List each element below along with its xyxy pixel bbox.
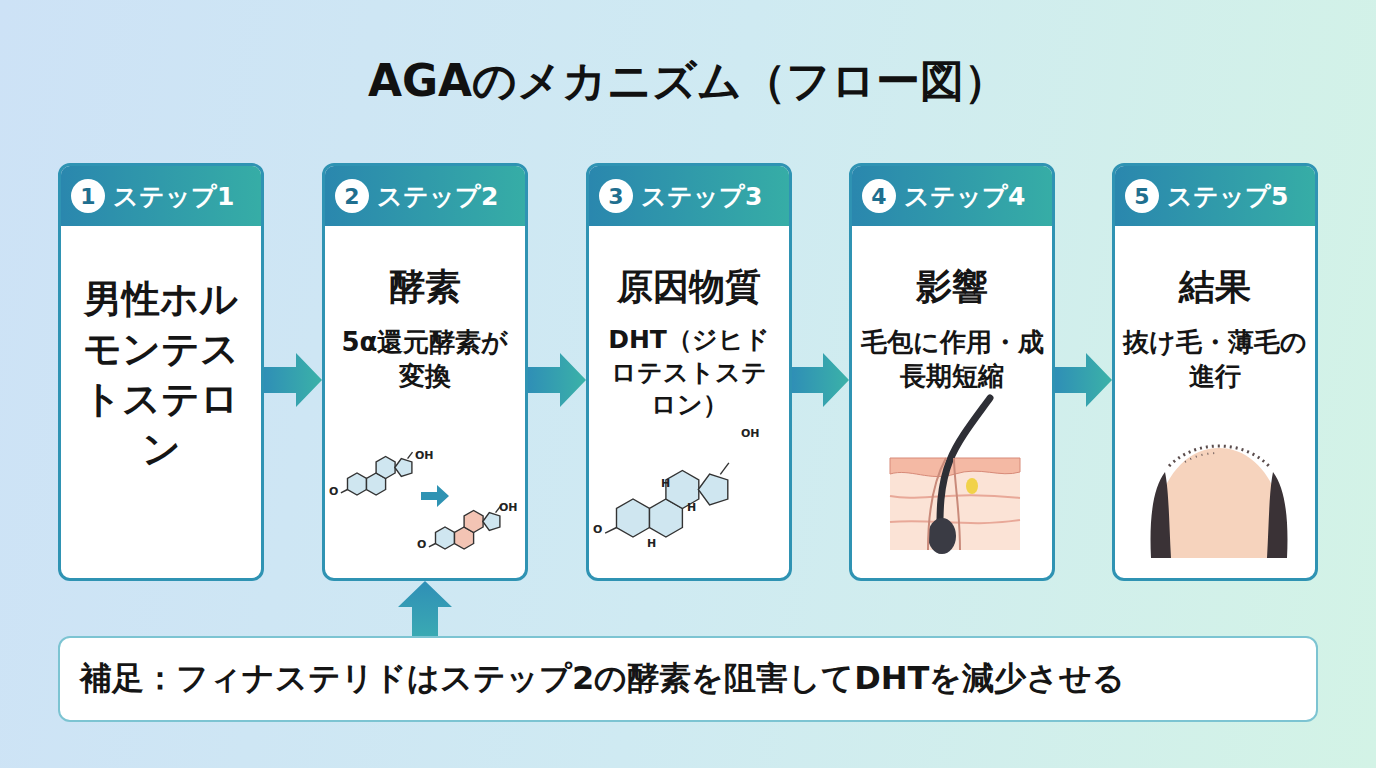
step-label: ステップ4: [904, 180, 1025, 213]
step-number: 4: [862, 179, 896, 213]
step-heading: 男性ホルモンテストステロン: [79, 274, 243, 475]
step-label: ステップ2: [377, 180, 498, 213]
step-header: 1ステップ1: [61, 166, 261, 226]
flow-arrow: [264, 353, 322, 407]
arrow-shape: [1055, 353, 1112, 407]
arrow-shape: [398, 581, 452, 636]
step-label: ステップ3: [641, 180, 762, 213]
arrow-shape: [792, 353, 849, 407]
step-heading: 結果: [1121, 264, 1309, 311]
step-number: 2: [335, 179, 369, 213]
step-card: 3ステップ3 原因物質 DHT（ジヒドロテストステロン） OH H H H O: [586, 163, 792, 581]
step-description: 5α還元酵素が変換: [333, 326, 517, 394]
atom-label: O: [593, 524, 602, 535]
note-box: 補足：フィナステリドはステップ2の酵素を阻害してDHTを減少させる: [58, 636, 1318, 722]
flow-arrow: [398, 581, 452, 636]
atom-label: OH: [415, 450, 434, 461]
arrow-shape: [528, 353, 586, 407]
flow-arrow: [792, 353, 849, 407]
step-heading: 原因物質: [595, 264, 783, 311]
step-heading: 影響: [858, 264, 1046, 311]
diagram-title: AGAのメカニズム（フロー図）: [0, 52, 1376, 111]
step-number: 1: [71, 179, 105, 213]
flow-arrow: [528, 353, 586, 407]
atom-label: O: [417, 539, 426, 550]
note-text: 補足：フィナステリドはステップ2の酵素を阻害してDHTを減少させる: [80, 657, 1125, 701]
step-description: 抜け毛・薄毛の進行: [1123, 326, 1307, 394]
flow-arrow: [1055, 353, 1112, 407]
step-header: 4ステップ4: [852, 166, 1052, 226]
atom-label: H: [687, 502, 696, 513]
step-number: 3: [599, 179, 633, 213]
step-description: DHT（ジヒドロテストステロン）: [603, 324, 775, 422]
step-card: 4ステップ4 影響毛包に作用・成長期短縮: [849, 163, 1055, 581]
step-card: 1ステップ1 男性ホルモンテストステロン: [58, 163, 264, 581]
step-header: 5ステップ5: [1115, 166, 1315, 226]
step-label: ステップ5: [1167, 180, 1288, 213]
atom-label: O: [329, 486, 338, 497]
atom-label: OH: [741, 428, 760, 439]
step-card: 5ステップ5 結果抜け毛・薄毛の進行: [1112, 163, 1318, 581]
atom-label: H: [647, 538, 656, 549]
step-card: 2ステップ2 酵素 5α還元酵素が変換 OH O OH O: [322, 163, 528, 581]
arrow-shape: [264, 353, 322, 407]
step-label: ステップ1: [113, 180, 234, 213]
step-heading: 酵素: [331, 264, 519, 311]
atom-label: OH: [499, 502, 518, 513]
step-number: 5: [1125, 179, 1159, 213]
step-description: 毛包に作用・成長期短縮: [860, 326, 1044, 394]
atom-label: H: [661, 478, 670, 489]
step-header: 3ステップ3: [589, 166, 789, 226]
step-header: 2ステップ2: [325, 166, 525, 226]
